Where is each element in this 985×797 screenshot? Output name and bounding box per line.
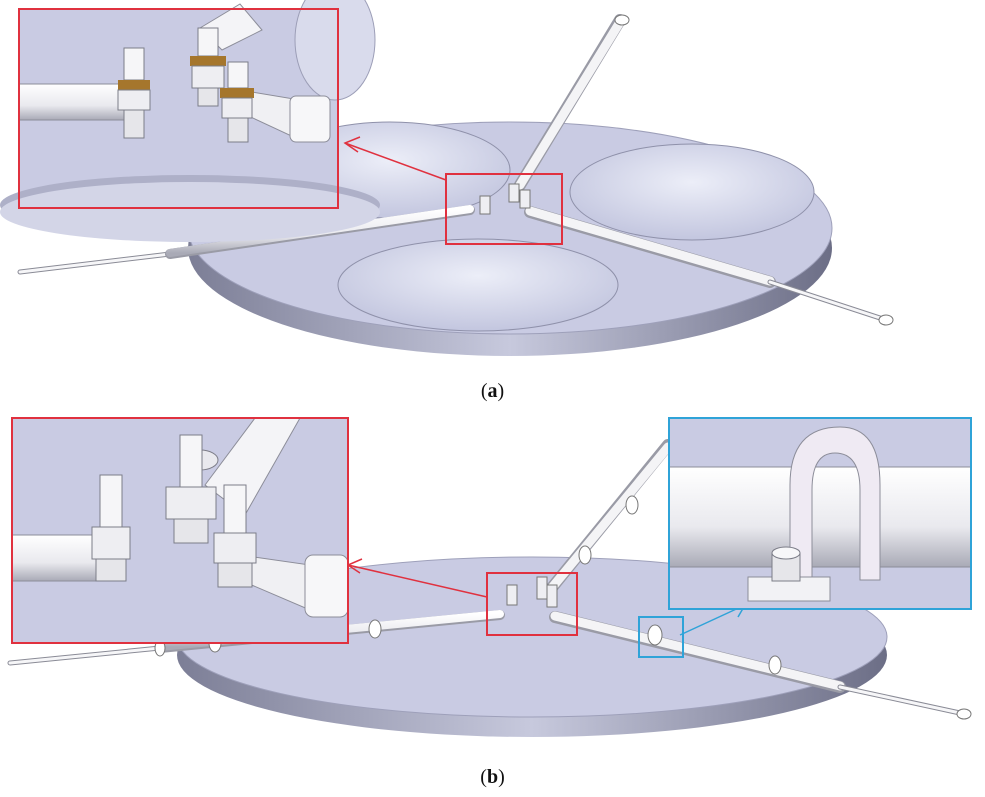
detail-arrow-bolts <box>347 564 488 598</box>
detail-region-marker <box>445 173 563 245</box>
detail-region-marker-clamp <box>638 616 684 658</box>
detail-arrow <box>344 142 447 181</box>
detail-inset-bolts <box>11 417 349 644</box>
panel-b <box>0 405 985 765</box>
caption-b-letter: b <box>486 766 499 788</box>
caption-b-open: ( <box>480 766 487 788</box>
caption-a-letter: a <box>487 380 498 402</box>
caption-a: (a) <box>0 380 985 403</box>
caption-b-close: ) <box>498 766 505 788</box>
caption-a-close: ) <box>497 380 505 402</box>
caption-a-open: ( <box>480 380 488 402</box>
caption-b: (b) <box>0 766 985 789</box>
panel-b-illustration <box>7 417 972 737</box>
panel-a-illustration <box>0 0 894 356</box>
detail-region-marker-bolts <box>486 572 578 636</box>
detail-inset-clamp <box>668 417 972 610</box>
detail-inset <box>0 0 380 242</box>
panel-a <box>0 0 985 370</box>
